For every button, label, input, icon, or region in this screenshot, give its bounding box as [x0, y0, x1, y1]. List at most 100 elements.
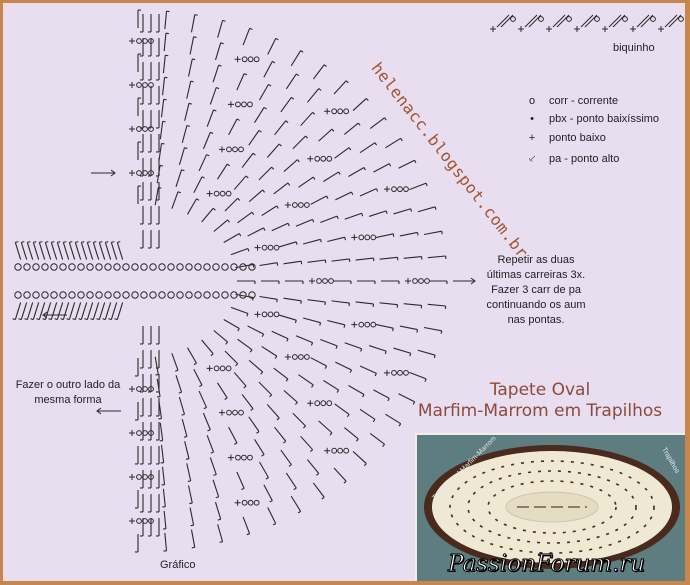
double-crochet-mark [60, 318, 64, 321]
double-crochet-mark [433, 354, 436, 359]
chain-mark [77, 263, 85, 271]
double-crochet-mark [261, 454, 265, 457]
double-crochet-mark [192, 58, 196, 61]
chain-mark [113, 263, 121, 271]
double-crochet-mark [212, 479, 220, 498]
double-crochet-mark [344, 427, 359, 440]
double-crochet-mark [357, 122, 361, 126]
double-crochet-mark [84, 318, 88, 321]
double-crochet-mark [74, 302, 82, 320]
double-crochet-mark [24, 318, 28, 321]
double-crochet-mark [385, 210, 388, 214]
double-crochet-mark [246, 533, 250, 536]
double-crochet-mark [425, 182, 428, 187]
chain-mark [391, 186, 397, 193]
double-crochet-mark [423, 326, 442, 332]
double-crochet-mark [410, 208, 413, 212]
double-crochet-mark [403, 256, 422, 259]
single-crochet-mark [518, 26, 524, 32]
double-crochet-mark [207, 429, 211, 432]
double-crochet-mark [387, 398, 390, 402]
double-crochet-mark [280, 97, 292, 113]
double-crochet-mark [210, 451, 214, 454]
double-crochet-mark [287, 223, 290, 227]
double-crochet-mark [224, 350, 239, 365]
rug-photo: Tapete Oval Marfim-Marrom Trapilhos [415, 433, 685, 581]
single-crochet-mark [227, 101, 234, 108]
chain-mark [176, 291, 184, 299]
double-crochet-mark [291, 96, 295, 100]
double-crochet-mark [190, 529, 196, 548]
double-crochet-mark [268, 83, 272, 87]
single-crochet-mark [129, 518, 135, 524]
edging-mark [664, 14, 682, 28]
double-crochet-mark [269, 394, 273, 398]
single-crochet-mark [383, 186, 390, 193]
double-crochet-mark [258, 129, 262, 133]
single-crochet-mark [284, 354, 291, 360]
chain-mark [131, 291, 139, 299]
chain-mark [41, 291, 49, 299]
double-crochet-mark [333, 80, 347, 95]
double-crochet-mark [201, 339, 214, 355]
double-crochet-mark [355, 257, 374, 261]
double-crochet-mark [280, 449, 292, 465]
double-crochet-mark [68, 242, 76, 260]
double-crochet-mark [344, 212, 362, 220]
edging-mark [580, 14, 598, 28]
single-crochet-mark [254, 311, 261, 318]
double-crochet-mark [210, 131, 214, 134]
double-crochet-mark [237, 328, 240, 332]
chain-mark [364, 234, 371, 241]
double-crochet-mark [99, 241, 103, 243]
double-crochet-mark [265, 477, 269, 480]
legend-label: pbx - ponto baixíssimo [549, 113, 660, 125]
edging-mark [608, 14, 626, 28]
double-crochet-mark [98, 302, 106, 320]
chain-mark [241, 499, 248, 506]
double-crochet-mark [261, 345, 278, 357]
double-crochet-mark [110, 302, 118, 320]
chain-mark [136, 126, 142, 132]
chain-mark [50, 263, 58, 271]
arrow-icon [453, 277, 476, 285]
chain-mark [23, 291, 31, 299]
double-crochet-mark [352, 451, 367, 464]
double-crochet-mark [171, 353, 179, 371]
single-crochet-mark [574, 26, 580, 32]
edging-mark [678, 16, 684, 22]
double-crochet-mark [382, 443, 386, 447]
double-crochet-mark [409, 182, 427, 191]
double-crochet-mark [274, 426, 287, 442]
double-crochet-mark [300, 435, 314, 451]
chain-mark [403, 369, 409, 376]
chain-mark [291, 202, 298, 208]
double-crochet-mark [162, 55, 166, 74]
chain-mark [136, 82, 142, 88]
double-crochet-mark [379, 302, 398, 306]
double-crochet-mark [335, 361, 352, 371]
double-crochet-mark [223, 319, 240, 329]
double-crochet-mark [327, 236, 345, 243]
double-crochet-mark [80, 302, 88, 320]
edging-mark [538, 16, 544, 22]
double-crochet-mark [312, 64, 325, 80]
double-crochet-mark [295, 218, 313, 227]
chain-mark [221, 291, 229, 299]
double-crochet-mark [184, 441, 190, 459]
double-crochet-mark [175, 374, 183, 393]
double-crochet-mark [399, 325, 418, 331]
double-crochet-mark [343, 324, 346, 328]
double-crochet-mark [331, 258, 350, 262]
double-crochet-mark [154, 187, 159, 206]
double-crochet-mark [392, 328, 394, 332]
single-crochet-mark [234, 499, 241, 506]
double-crochet-mark [361, 213, 364, 217]
double-crochet-mark [181, 169, 185, 172]
chain-mark [23, 263, 31, 271]
double-crochet-mark [219, 541, 223, 543]
double-crochet-mark [86, 302, 94, 320]
double-crochet-mark [160, 99, 165, 118]
double-crochet-mark [184, 103, 190, 121]
